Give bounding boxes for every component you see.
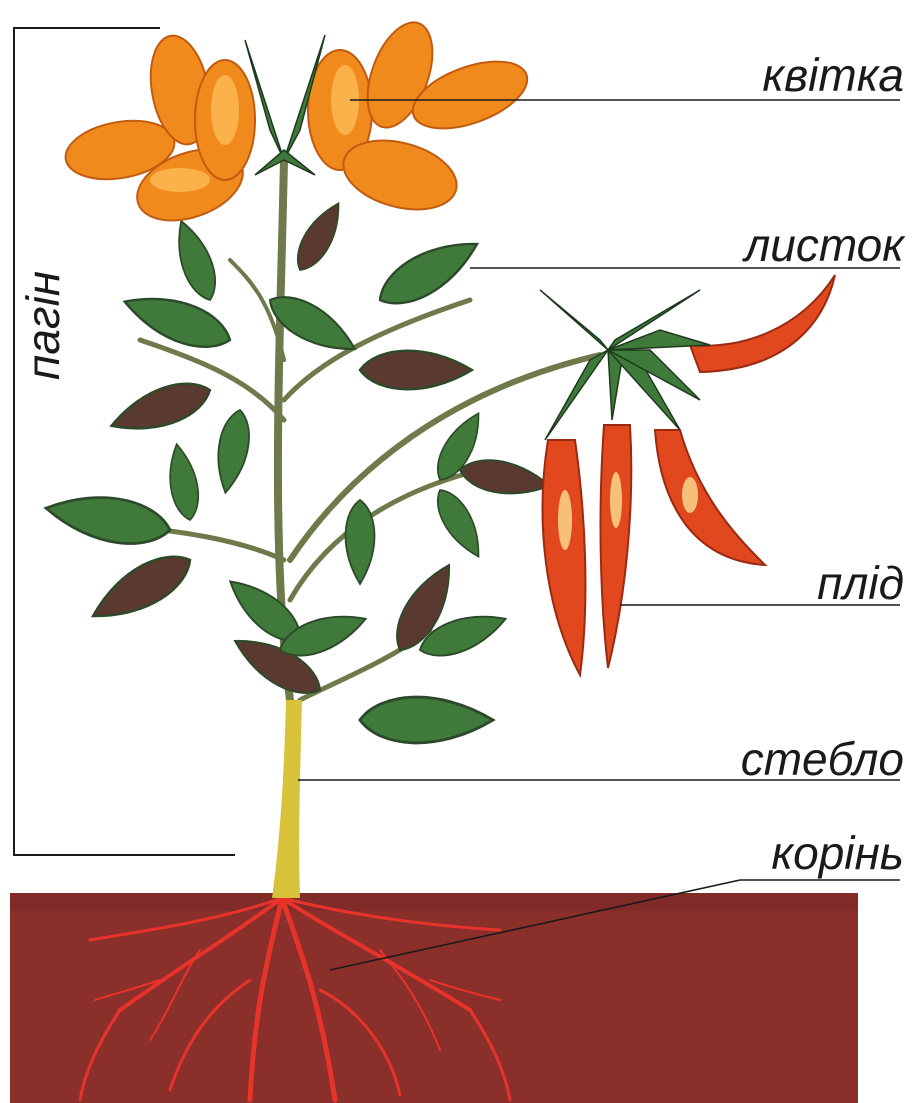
fruits [543, 275, 835, 675]
label-stem: стебло [741, 736, 904, 782]
stem-base [272, 700, 302, 898]
label-shoot: пагін [20, 271, 66, 380]
label-flower: квітка [762, 52, 904, 98]
leaves [42, 197, 552, 743]
label-fruit: плід [817, 560, 904, 606]
label-leaf: листок [744, 222, 904, 268]
label-root: корінь [771, 830, 904, 876]
